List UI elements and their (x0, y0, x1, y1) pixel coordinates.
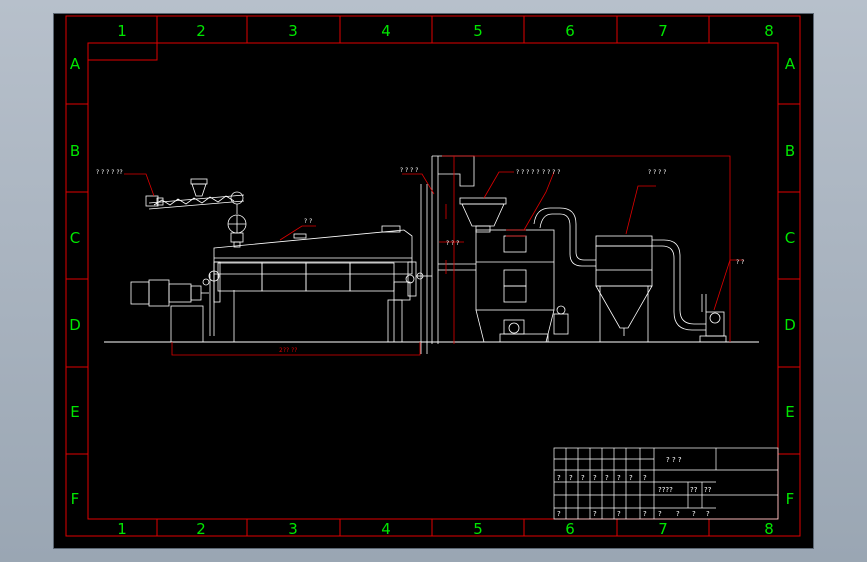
svg-text:7: 7 (658, 520, 668, 538)
title-block (553, 447, 779, 520)
feeder-leader (124, 173, 155, 197)
bag-collector (595, 235, 653, 342)
svg-text:8: 8 (764, 22, 774, 40)
fan-leader (713, 259, 744, 311)
svg-text:F: F (71, 490, 80, 508)
svg-text:?: ? (617, 474, 621, 482)
corner-box (88, 43, 158, 61)
exhaust-fan (652, 239, 727, 343)
cad-drawing: 1 2 3 4 5 6 7 8 1 2 3 4 5 6 7 8 A B C D … (65, 15, 801, 538)
svg-text:?: ? (593, 510, 597, 518)
zone-labels-bottom: 1 2 3 4 5 6 7 8 (117, 520, 774, 538)
tb-r2c1: ? (658, 510, 662, 518)
svg-text:5: 5 (473, 520, 483, 538)
zone-labels-right: A B C D E F (784, 55, 796, 508)
svg-text:A: A (785, 55, 796, 73)
svg-text:?: ? (643, 474, 647, 482)
svg-text:?: ? (643, 510, 647, 518)
collector-label: ? ? ? ? (648, 169, 666, 176)
cad-viewport[interactable]: 1 2 3 4 5 6 7 8 1 2 3 4 5 6 7 8 A B C D … (54, 14, 813, 548)
svg-text:B: B (785, 142, 795, 160)
process-lines (442, 155, 731, 344)
outer-frame (65, 15, 801, 537)
tb-r1c2: ?? (690, 486, 698, 494)
screw-feeder (145, 178, 247, 248)
paddle-dryer (130, 225, 432, 343)
svg-text:?: ? (629, 474, 633, 482)
svg-text:E: E (785, 403, 794, 421)
zone-labels-left: A B C D E F (69, 55, 81, 508)
length-dim-label: 2?? ?? (279, 347, 297, 354)
tb-r2c4: ? (706, 510, 710, 518)
svg-text:3: 3 (288, 22, 298, 40)
svg-text:C: C (785, 229, 795, 247)
svg-text:3: 3 (288, 520, 298, 538)
svg-text:7: 7 (658, 22, 668, 40)
hopper-label: ? ? ? ? ? (516, 169, 540, 176)
air-duct (533, 207, 596, 267)
svg-text:4: 4 (381, 520, 391, 538)
svg-text:?: ? (617, 510, 621, 518)
svg-text:6: 6 (565, 22, 575, 40)
svg-text:?: ? (557, 474, 561, 482)
tb-left-row1: ? ? ? ? ? ? ? ? (557, 474, 647, 482)
tb-r2c3: ? (692, 510, 696, 518)
hopper-leader (483, 171, 514, 199)
zone-dividers (66, 16, 800, 536)
svg-text:?: ? (557, 510, 561, 518)
tower-leader (402, 173, 435, 195)
svg-text:1: 1 (117, 22, 127, 40)
tower-label: ? ? ? ? (400, 167, 418, 174)
svg-text:?: ? (581, 474, 585, 482)
svg-text:A: A (70, 55, 81, 73)
svg-text:D: D (69, 316, 81, 334)
svg-text:F: F (786, 490, 795, 508)
svg-text:?: ? (605, 474, 609, 482)
tb-left-row2: ? ? ? ? (557, 510, 647, 518)
duct-label: ? ? ? (446, 240, 459, 247)
svg-text:5: 5 (473, 22, 483, 40)
svg-text:E: E (70, 403, 79, 421)
hopper-right-leader (523, 171, 555, 231)
svg-text:1: 1 (117, 520, 127, 538)
svg-text:C: C (70, 229, 80, 247)
svg-text:4: 4 (381, 22, 391, 40)
tb-r2c2: ? (676, 510, 680, 518)
length-dimension (171, 342, 421, 356)
svg-text:B: B (70, 142, 80, 160)
svg-text:8: 8 (764, 520, 774, 538)
hopper-tower (459, 197, 569, 343)
collector-leader (625, 185, 656, 235)
svg-text:?: ? (593, 474, 597, 482)
tb-r1c1: ???? (658, 486, 673, 494)
svg-text:2: 2 (196, 520, 206, 538)
dryer-top-leader (279, 225, 316, 241)
feeder-label: ? ? ? ? ?? (96, 169, 123, 176)
hopper-right-label: ? ? ? ? (542, 169, 560, 176)
svg-text:6: 6 (565, 520, 575, 538)
inner-frame (87, 42, 779, 520)
fan-label: ? ? (736, 259, 744, 266)
dryer-top-label: ? ? (304, 218, 312, 225)
zone-labels-top: 1 2 3 4 5 6 7 8 (117, 22, 774, 40)
title-text: ? ? ? (666, 456, 682, 464)
tb-r1c3: ?? (704, 486, 712, 494)
svg-text:2: 2 (196, 22, 206, 40)
svg-text:D: D (784, 316, 796, 334)
svg-text:?: ? (569, 474, 573, 482)
